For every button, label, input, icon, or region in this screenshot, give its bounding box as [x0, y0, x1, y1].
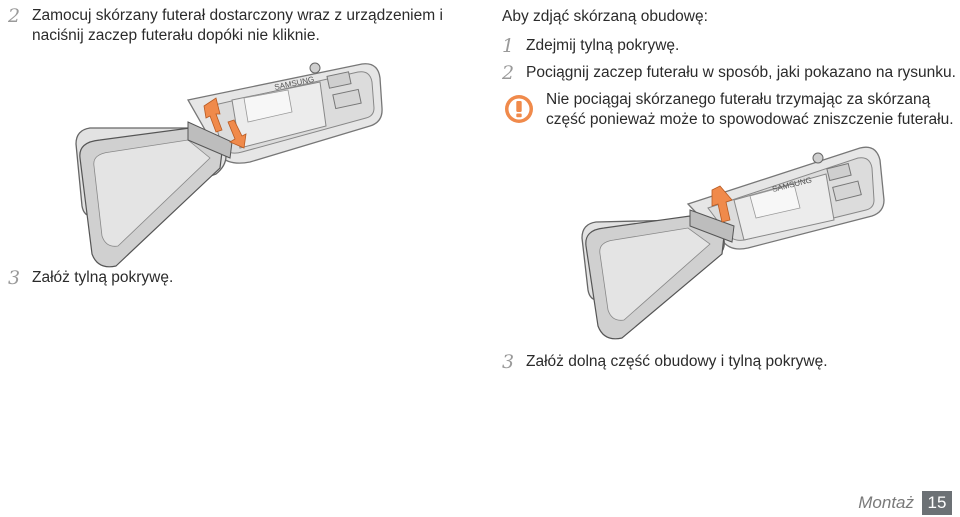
- warning-text-line-1: Nie pociągaj skórzanego futerału trzymaj…: [546, 91, 931, 108]
- section-intro: Aby zdjąć skórzaną obudowę:: [502, 8, 708, 25]
- step-number: 3: [8, 267, 21, 289]
- step-text: Załóż tylną pokrywę.: [32, 269, 174, 286]
- step-text-line-2: naciśnij zaczep futerału dopóki nie klik…: [32, 27, 320, 44]
- pull-arrow: [711, 185, 733, 223]
- page-footer: Montaż 15: [858, 491, 952, 515]
- push-arrows: [203, 97, 247, 149]
- step-number: 3: [502, 351, 515, 373]
- step-text: Zdejmij tylną pokrywę.: [526, 37, 680, 54]
- step-number: 1: [502, 35, 515, 57]
- step-number: 2: [8, 5, 21, 27]
- phone-with-case-illustration-remove: SAMSUNG: [581, 146, 885, 340]
- step-text-line-1: Zamocuj skórzany futerał dostarczony wra…: [32, 7, 443, 24]
- phone-body: [686, 146, 885, 250]
- step-2-attach-case: 2 Zamocuj skórzany futerał dostarczony w…: [8, 6, 482, 46]
- step-number: 2: [502, 62, 515, 84]
- step-3-attach-bottom-and-cover: 3 Załóż dolną część obudowy i tylną pokr…: [502, 352, 828, 372]
- step-text: Załóż dolną część obudowy i tylną pokryw…: [526, 353, 828, 370]
- leather-case: [75, 121, 233, 268]
- step-3-attach-cover: 3 Załóż tylną pokrywę.: [8, 268, 173, 288]
- page-number: 15: [922, 491, 952, 515]
- step-1-remove-cover: 1 Zdejmij tylną pokrywę.: [502, 36, 679, 56]
- warning-text-line-2: część ponieważ może to spowodować zniszc…: [546, 111, 954, 128]
- section-name: Montaż: [858, 493, 914, 512]
- phone-with-case-illustration-attach: SAMSUNG: [75, 62, 383, 268]
- warning-note: Nie pociągaj skórzanego futerału trzymaj…: [504, 90, 960, 130]
- step-text: Pociągnij zaczep futerału w sposób, jaki…: [526, 64, 956, 81]
- warning-icon: [505, 95, 533, 123]
- step-2-pull-latch: 2 Pociągnij zaczep futerału w sposób, ja…: [502, 63, 956, 83]
- leather-case: [581, 209, 735, 340]
